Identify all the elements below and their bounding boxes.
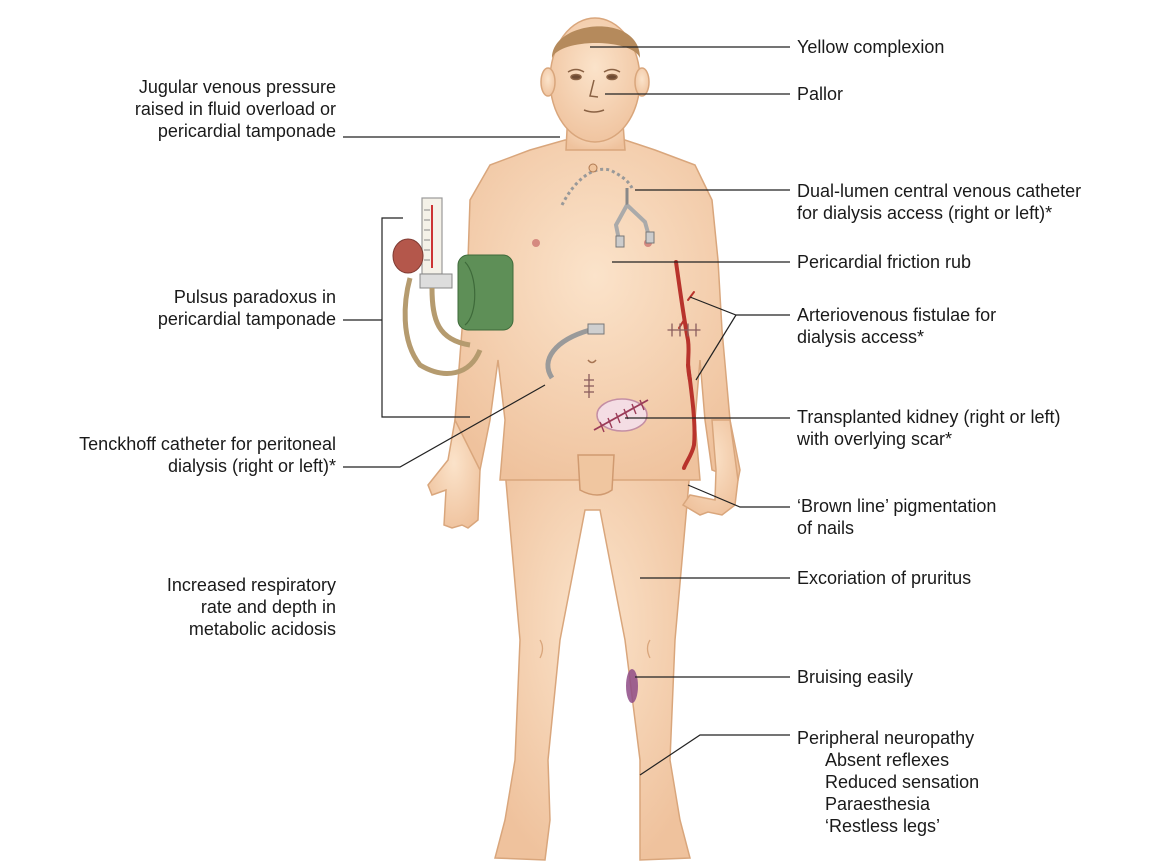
label-excoriation-pruritus: Excoriation of pruritus	[797, 567, 971, 589]
label-pulsus-paradoxus: Pulsus paradoxus in pericardial tamponad…	[158, 286, 336, 330]
label-tenckhoff-catheter: Tenckhoff catheter for peritoneal dialys…	[79, 433, 336, 477]
label-jvp: Jugular venous pressure raised in fluid …	[135, 76, 336, 142]
label-brown-line-nails: ‘Brown line’ pigmentation of nails	[797, 495, 996, 539]
label-central-venous-catheter: Dual-lumen central venous catheter for d…	[797, 180, 1081, 224]
label-av-fistulae: Arteriovenous fistulae for dialysis acce…	[797, 304, 996, 348]
genitals	[578, 455, 614, 495]
label-yellow-complexion: Yellow complexion	[797, 36, 944, 58]
label-peripheral-neuropathy: Peripheral neuropathy Absent reflexes Re…	[797, 727, 979, 837]
label-bruising: Bruising easily	[797, 666, 913, 688]
label-transplanted-kidney: Transplanted kidney (right or left) with…	[797, 406, 1060, 450]
label-respiratory: Increased respiratory rate and depth in …	[167, 574, 336, 640]
label-pericardial-friction-rub: Pericardial friction rub	[797, 251, 971, 273]
label-pallor: Pallor	[797, 83, 843, 105]
bruise-icon	[626, 669, 638, 703]
